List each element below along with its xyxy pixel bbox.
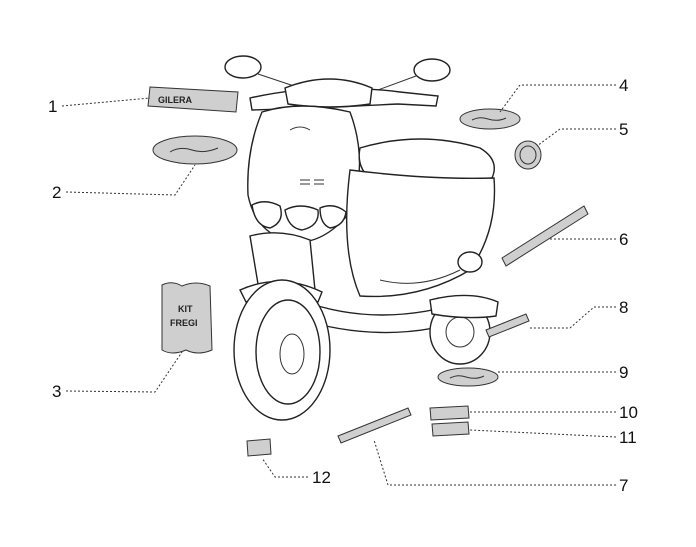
callout-8: 8 bbox=[619, 298, 628, 317]
rear-body bbox=[345, 169, 496, 298]
callout-3: 3 bbox=[52, 382, 61, 401]
kit-fregi-line2: FREGI bbox=[170, 318, 198, 328]
decal-oval-emblem-4 bbox=[459, 108, 521, 130]
callout-12: 12 bbox=[312, 468, 331, 487]
headlight-mid bbox=[284, 205, 319, 231]
decal-tag-12 bbox=[246, 438, 272, 457]
exhaust bbox=[429, 294, 499, 319]
callout-5: 5 bbox=[619, 120, 628, 139]
decal-round-badge bbox=[514, 140, 542, 170]
left-mirror bbox=[224, 55, 262, 79]
callout-4: 4 bbox=[619, 76, 628, 95]
callout-2: 2 bbox=[52, 183, 61, 202]
right-mirror bbox=[413, 58, 451, 82]
callout-7: 7 bbox=[619, 476, 628, 495]
leader-lines bbox=[61, 84, 617, 486]
decal-gilera-strip: GILERA bbox=[147, 86, 239, 113]
callout-9: 9 bbox=[619, 363, 628, 382]
decal-strip-8 bbox=[485, 313, 530, 338]
callout-1: 1 bbox=[48, 97, 57, 116]
decal-diagonal-strip-6 bbox=[501, 205, 589, 267]
gilera-strip-text: GILERA bbox=[158, 95, 193, 105]
decal-strip-7 bbox=[337, 407, 412, 444]
headlight-right bbox=[319, 205, 347, 229]
headlight-left bbox=[251, 201, 282, 229]
kit-fregi-line1: KIT bbox=[178, 304, 193, 314]
callout-11: 11 bbox=[619, 428, 637, 447]
decal-label-11 bbox=[431, 421, 470, 437]
callout-numbers: 1 2 3 4 5 6 7 8 9 10 11 12 bbox=[48, 76, 638, 495]
scooter-illustration bbox=[224, 55, 499, 421]
decal-oval-emblem-2 bbox=[152, 135, 238, 165]
decal-label-10 bbox=[429, 405, 470, 421]
decal-oval-emblem-9 bbox=[437, 367, 499, 387]
callout-6: 6 bbox=[619, 230, 628, 249]
tail-light bbox=[457, 251, 483, 273]
decal-kit-fregi: KIT FREGI bbox=[161, 282, 213, 354]
callout-10: 10 bbox=[619, 403, 638, 422]
